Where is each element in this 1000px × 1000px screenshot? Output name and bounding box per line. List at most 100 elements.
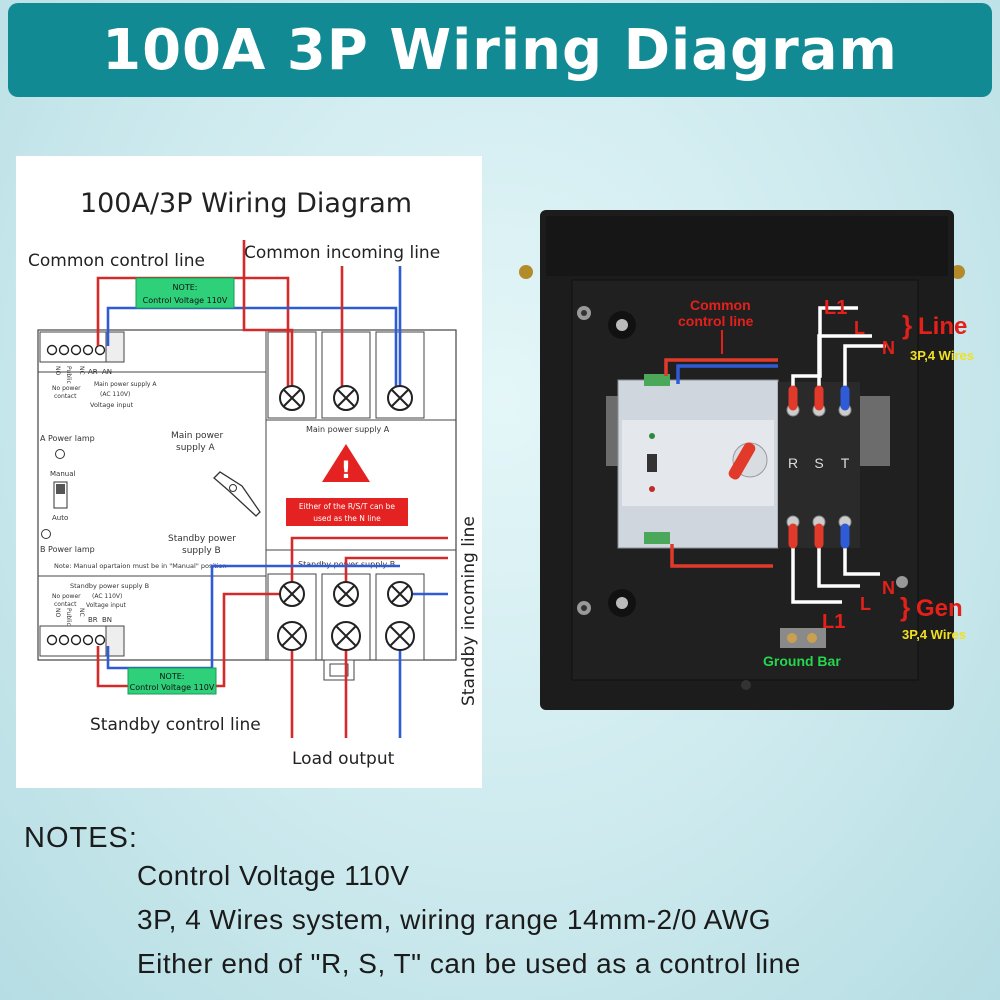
manual-auto-switch[interactable]: [647, 454, 657, 472]
power-lamp-b: [649, 486, 655, 492]
manual-label: Manual: [50, 470, 75, 478]
terminal-cap: [105, 625, 125, 657]
l1-top-label: L1: [824, 297, 847, 319]
n-top-label: N: [882, 338, 895, 358]
line-sub-label: 3P,4 Wires: [910, 348, 974, 363]
terminal-nc-label: NC: [78, 366, 85, 375]
photo-wire-ends: [788, 385, 850, 549]
warning-box: [286, 498, 408, 526]
b-power-lamp-label: B Power lamp: [40, 545, 95, 554]
ground-screw: [807, 633, 817, 643]
note-item: Either end of "R, S, T" can be used as a…: [137, 948, 801, 979]
terminal-screw: [70, 344, 82, 356]
terminal-no-label-b: NO: [54, 608, 61, 617]
control-terminal-bottom: [644, 532, 670, 544]
svg-text:!: !: [341, 456, 352, 484]
voltage-input-label: Voltage input: [90, 401, 134, 409]
standby-supply-b-small-label: Standby power supply B: [70, 582, 149, 590]
brace-line: }: [902, 310, 912, 340]
note-box-bottom: [127, 667, 217, 695]
gen-sub-label: 3P,4 Wires: [902, 627, 966, 642]
a-power-lamp: [55, 449, 65, 459]
ac-110v-label: (AC 110V): [100, 391, 130, 398]
note-voltage-top: Control Voltage 110V: [143, 296, 228, 305]
terminal-screw: [82, 344, 94, 356]
warning-text-2: used as the N line: [313, 514, 381, 523]
terminal-no-label: NO: [54, 366, 61, 375]
notes-section: NOTES: Control Voltage 110V 3P, 4 Wires …: [0, 820, 1000, 1000]
terminal-screw: [46, 344, 58, 356]
standby-incoming-line-label: Standby incoming line: [459, 516, 479, 706]
wiring-diagram: 100A/3P Wiring Diagram Common control li…: [28, 188, 479, 769]
diagram-title: 100A/3P Wiring Diagram: [80, 188, 412, 219]
common-control-line-label: Common control line: [28, 251, 205, 271]
terminal-screw: [46, 634, 58, 646]
no-power-label: No power: [52, 385, 81, 392]
terminal-an-label: AN: [102, 368, 112, 376]
contact-label-b: contact: [54, 601, 77, 608]
common-control-label-1: Common: [690, 297, 751, 313]
enclosure-photo: R S T Common control line L1 L N } Line …: [510, 210, 1000, 720]
terminal-ar-label: AR: [88, 368, 98, 376]
enclosure-lid: [546, 216, 948, 276]
warning-triangle-icon: [322, 444, 370, 482]
l1-bottom-label: L1: [822, 611, 845, 633]
main-supply-a-ac-label: Main power supply A: [94, 381, 157, 388]
note-voltage-bottom: Control Voltage 110V: [130, 683, 215, 692]
knockout-hole: [741, 680, 751, 690]
brace-gen: }: [900, 592, 910, 622]
module-r-label: R: [788, 455, 798, 471]
line-label: Line: [918, 313, 967, 340]
note-box-top: [135, 277, 235, 309]
ground-screw: [787, 633, 797, 643]
l-top-label: L: [854, 318, 865, 338]
hinge-bolt-left: [519, 265, 533, 279]
terminal-bn-label: BN: [102, 616, 112, 624]
gen-label: Gen: [916, 595, 963, 622]
mounting-holes: [577, 306, 908, 617]
terminal-public-label: Public: [65, 366, 72, 384]
standby-power-label: Standby power: [168, 534, 236, 544]
terminal-screw: [94, 344, 106, 356]
lever-pivot: [229, 484, 237, 492]
common-incoming-line-label: Common incoming line: [244, 243, 440, 263]
common-control-label-2: control line: [678, 313, 754, 329]
terminal-screw: [82, 634, 94, 646]
transfer-handle[interactable]: [727, 441, 768, 482]
note-item: 3P, 4 Wires system, wiring range 14mm-2/…: [137, 904, 772, 935]
title-banner: 100A 3P Wiring Diagram: [8, 3, 992, 97]
terminal-cap: [105, 331, 125, 363]
power-lamp-a: [649, 433, 655, 439]
terminal-public-label-b: Public: [65, 608, 72, 626]
switch-toggle: [56, 484, 65, 494]
auto-label: Auto: [52, 514, 68, 522]
hinge-bolt-right: [951, 265, 965, 279]
standby-power-supply-b-label: supply B: [182, 546, 221, 556]
main-power-supply-a-label: supply A: [176, 443, 216, 453]
warning-text-1: Either of the R/S/T can be: [299, 502, 396, 511]
note-label-top: NOTE:: [173, 283, 198, 292]
voltage-input-label-b: Voltage input: [86, 602, 126, 609]
terminal-screw: [58, 344, 70, 356]
b-power-lamp: [41, 529, 51, 539]
terminal-crosses: [281, 389, 411, 647]
ground-bar: [780, 628, 826, 648]
terminal-screw: [94, 634, 106, 646]
note-item: Control Voltage 110V: [137, 860, 410, 891]
terminal-screw: [70, 634, 82, 646]
module-s-label: S: [814, 455, 823, 471]
manual-operation-note: Note: Manual opartaion must be in "Manua…: [54, 562, 227, 570]
common-incoming-wires: [242, 240, 402, 388]
note-label-bottom: NOTE:: [160, 672, 185, 681]
enclosure-illustration: R S T Common control line L1 L N } Line …: [519, 210, 974, 710]
l-bottom-label: L: [860, 594, 871, 614]
transfer-lever: [213, 471, 261, 517]
ground-bar-label: Ground Bar: [763, 653, 841, 669]
banner-title: 100A 3P Wiring Diagram: [102, 17, 898, 83]
no-power-label-b: No power: [52, 593, 81, 600]
contact-label: contact: [54, 393, 77, 400]
terminal-nc-label-b: NC: [78, 608, 85, 617]
terminal-screw: [58, 634, 70, 646]
control-terminal-top: [644, 374, 670, 386]
main-power-label: Main power: [171, 431, 223, 441]
